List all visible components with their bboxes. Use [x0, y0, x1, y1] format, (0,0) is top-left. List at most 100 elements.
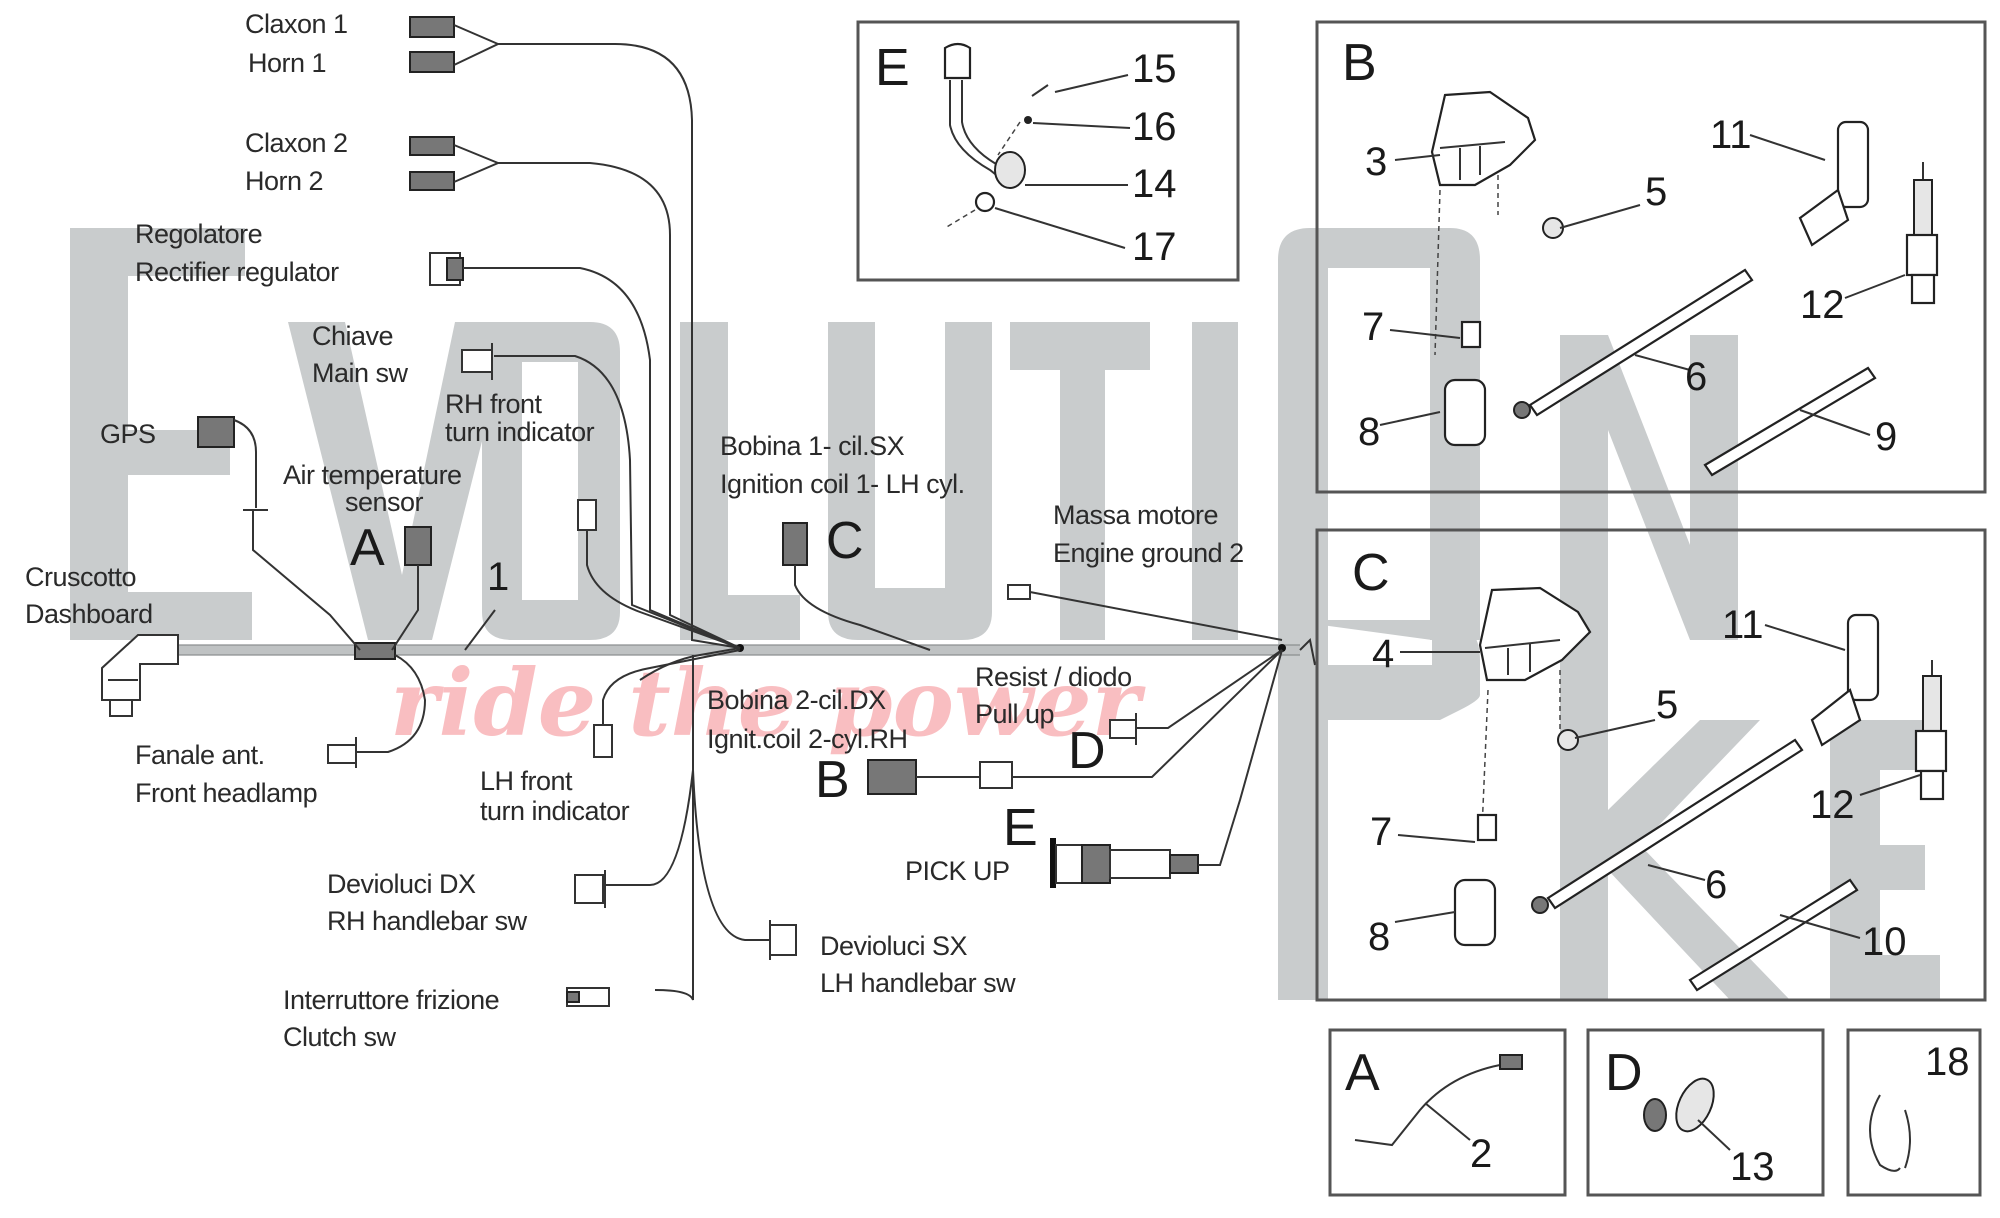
inset-e: E 15 16 14 17 — [856, 20, 1240, 282]
label-horn1: Horn 1 — [248, 48, 326, 78]
label-horn2: Horn 2 — [245, 166, 323, 196]
hv-cable-icon — [1546, 738, 1804, 910]
spark-plug-cap-icon — [1810, 613, 1880, 747]
rh-turn-indicator-branch — [577, 499, 741, 649]
leader-7 — [1397, 834, 1476, 843]
part-6: 6 — [1705, 863, 1727, 907]
main-switch-branch — [461, 343, 741, 649]
inset-d: D 13 — [1586, 1028, 1825, 1197]
leader-12 — [1859, 774, 1921, 796]
label-resist: Resist / diodo — [975, 662, 1132, 692]
leader-7 — [1389, 329, 1461, 339]
leader-11 — [1749, 134, 1826, 161]
watermark-letter-i2 — [1560, 640, 1608, 1000]
pickup-sensor-icon — [943, 42, 1049, 229]
temp-sensor-cable-icon — [1354, 1064, 1501, 1147]
leader-2 — [1424, 1102, 1471, 1141]
part-10: 10 — [1862, 920, 1907, 964]
harness-end-break — [1299, 637, 1316, 666]
label-chiave: Chiave — [312, 321, 393, 351]
part-8: 8 — [1358, 410, 1380, 454]
callout-d: D — [1068, 722, 1106, 780]
watermark-letter-n — [1560, 335, 1738, 640]
part-11: 11 — [1710, 113, 1752, 157]
label-bobina2: Bobina 2-cil.DX — [707, 685, 886, 715]
hose-icon — [1688, 878, 1859, 992]
label-devioluci-sx: Devioluci SX — [820, 931, 968, 961]
label-item1: 1 — [487, 555, 509, 599]
watermark-letter-v — [288, 322, 512, 640]
watermark-letter-b — [1278, 620, 1480, 1000]
label-lh-turn: turn indicator — [480, 796, 630, 826]
label-rh-turn: turn indicator — [445, 417, 595, 447]
part-18: 18 — [1925, 1040, 1970, 1084]
hose-clamp-icon — [1869, 1094, 1901, 1172]
terminal-icon — [1460, 320, 1482, 349]
leader-13 — [1697, 1119, 1731, 1151]
pullup-branch — [1109, 649, 1283, 745]
lh-turn-indicator-branch — [593, 649, 741, 758]
junction-hub-right — [1278, 644, 1286, 652]
label-dashboard: Dashboard — [25, 599, 153, 629]
gps-branch — [197, 416, 361, 651]
engine-ground-branch — [1007, 584, 1283, 641]
coil1-branch — [782, 522, 931, 651]
inset-a-frame — [1328, 1028, 1567, 1197]
label-ignition2: Ignit.coil 2-cyl.RH — [707, 724, 908, 754]
label-regolatore: Regolatore — [135, 219, 262, 249]
watermark-letter-i — [1192, 322, 1238, 640]
temp-sensor-connector-icon — [1499, 1054, 1523, 1070]
claxon1-branch — [409, 16, 741, 649]
label-rh-handlebar: RH handlebar sw — [327, 906, 528, 936]
label-headlamp: Front headlamp — [135, 778, 317, 808]
inset-b-frame — [1315, 20, 1987, 494]
headlamp-branch — [327, 654, 427, 768]
inset-e-letter: E — [875, 39, 910, 97]
air-temp-branch — [391, 526, 432, 651]
leader-16 — [1032, 122, 1131, 129]
leader-6 — [1647, 864, 1706, 881]
main-harness — [101, 16, 1316, 1007]
dashboard-connector — [101, 634, 179, 717]
ignition-coil-icon — [1430, 90, 1537, 187]
part-6: 6 — [1685, 355, 1707, 399]
label-claxon2: Claxon 2 — [245, 128, 348, 158]
leader-11 — [1764, 624, 1846, 651]
hub-wire — [639, 647, 741, 681]
label-ignition1: Ignition coil 1- LH cyl. — [720, 469, 965, 499]
leader-12 — [1844, 274, 1906, 299]
regulator-branch — [429, 252, 741, 649]
inset-c-letter: C — [1352, 544, 1390, 602]
leader-6 — [1634, 354, 1691, 371]
hose-icon — [1703, 366, 1877, 477]
terminal-icon — [1476, 813, 1498, 842]
watermark-letter-o — [482, 322, 620, 640]
part-11: 11 — [1722, 603, 1764, 647]
resistor-diode-icon — [1643, 1077, 1715, 1133]
leader-5 — [1559, 204, 1641, 229]
leader-17 — [994, 207, 1126, 249]
watermark-letter-e2 — [1830, 720, 1940, 1000]
label-pullup: Pull up — [975, 699, 1054, 729]
boot-icon — [1443, 378, 1531, 447]
watermark-letter-k — [1608, 720, 1790, 1000]
part-3: 3 — [1365, 140, 1387, 184]
label-lh-handlebar: LH handlebar sw — [820, 968, 1016, 998]
callout-c: C — [826, 512, 864, 570]
inset-b-letter: B — [1342, 34, 1377, 92]
part-12: 12 — [1800, 283, 1845, 327]
claxon2-branch — [409, 136, 741, 649]
hose-clamp-back-icon — [1904, 1109, 1911, 1169]
inset-a: A 2 — [1328, 1028, 1567, 1197]
inset-clip-frame — [1846, 1028, 1982, 1197]
callout-a: A — [350, 519, 385, 577]
leader-15 — [1054, 74, 1129, 93]
part-17: 17 — [1132, 225, 1177, 269]
spark-plug-icon — [1914, 660, 1948, 801]
ignition-coil-icon — [1478, 586, 1592, 682]
label-lh-front: LH front — [480, 766, 573, 796]
hv-cable-icon — [1528, 268, 1754, 417]
part-7: 7 — [1370, 810, 1392, 854]
watermark-slogan: ride the power — [390, 649, 1147, 757]
